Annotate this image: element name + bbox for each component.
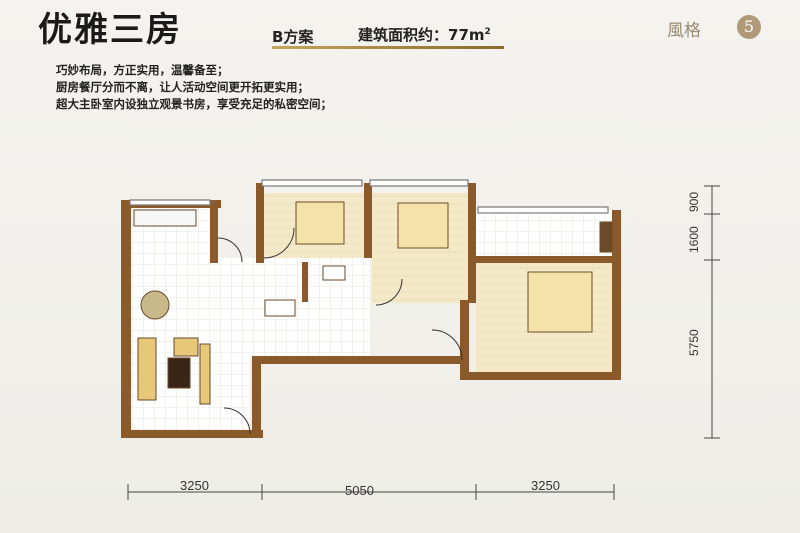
- wall-bottom-right: [460, 372, 620, 380]
- wall-bedroom-2-left: [256, 183, 264, 263]
- sofa: [137, 337, 157, 401]
- area-unit-superscript: 2: [484, 27, 491, 37]
- dimension-bottom-right: 3250: [531, 478, 560, 493]
- dining-table: [140, 290, 170, 320]
- tv-cabinet: [199, 343, 211, 405]
- wall-right: [612, 210, 621, 380]
- door-entrance: [223, 407, 251, 435]
- wall-kitchen-right: [210, 205, 218, 263]
- wall-lobby-right: [252, 358, 261, 438]
- wall-mid-horizontal: [252, 356, 467, 364]
- description-block: 巧妙布局，方正实用，温馨备至； 厨房餐厅分而不离，让人活动空间更开拓更实用； 超…: [56, 62, 332, 113]
- window-kitchen: [129, 199, 211, 206]
- style-number-badge: 5: [737, 15, 761, 39]
- bed-tertiary: [397, 202, 449, 249]
- kitchen-counter: [133, 209, 197, 227]
- door-bedroom-2: [263, 227, 295, 259]
- windows: [129, 179, 609, 214]
- study-floor: [476, 210, 614, 262]
- window-study: [477, 206, 609, 214]
- dimension-lines: [127, 185, 720, 500]
- wall-master-top: [476, 256, 616, 263]
- wall-bedroom-3-right: [468, 183, 476, 303]
- dimension-bottom-middle: 5050: [345, 483, 374, 498]
- area-label: 建筑面积约：77m2: [358, 24, 491, 45]
- description-line: 超大主卧室内设独立观景书房，享受充足的私密空间；: [56, 97, 332, 111]
- wall-bottom-left: [121, 430, 263, 438]
- door-kitchen: [217, 237, 243, 263]
- door-bedroom-3: [375, 278, 403, 306]
- scheme-label: B方案: [272, 28, 314, 46]
- toilet: [322, 265, 346, 281]
- wash-basin: [264, 299, 296, 317]
- coffee-table: [167, 357, 191, 389]
- wall-bedroom-2-right: [364, 183, 372, 258]
- wall-left: [121, 205, 131, 438]
- dimension-bottom-left: 3250: [180, 478, 209, 493]
- window-bedroom-2: [261, 179, 363, 187]
- description-line: 巧妙布局，方正实用，温馨备至；: [56, 63, 229, 77]
- door-master: [431, 329, 463, 361]
- title-underline: [272, 46, 504, 49]
- armchair: [173, 337, 199, 357]
- bed-master: [527, 271, 593, 333]
- description-line: 厨房餐厅分而不离，让人活动空间更开拓更实用；: [56, 80, 309, 94]
- plan-title: 优雅三房: [38, 10, 182, 50]
- doors: [217, 227, 463, 435]
- area-label-text: 建筑面积约：77m: [358, 26, 485, 44]
- furniture: [133, 201, 613, 405]
- dimension-right-middle: 1600: [687, 226, 701, 253]
- style-badge: 風格: [667, 21, 701, 41]
- wall-bath-left: [302, 262, 308, 302]
- dimension-right-bottom: 5750: [687, 329, 701, 356]
- window-bedroom-3: [369, 179, 469, 187]
- wall-mid-right: [460, 300, 469, 380]
- study-desk: [599, 221, 613, 253]
- bed-secondary: [295, 201, 345, 245]
- dimension-right-top: 900: [687, 192, 701, 212]
